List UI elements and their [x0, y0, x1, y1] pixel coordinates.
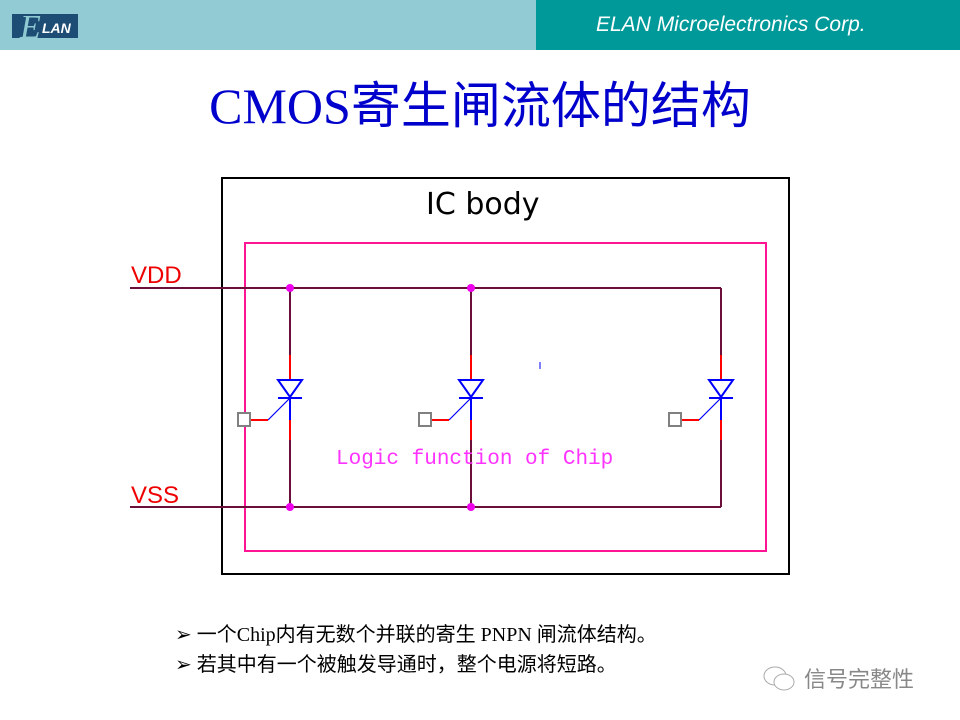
junction-dot: [286, 284, 294, 292]
slide-title: CMOS寄生闸流体的结构: [209, 78, 751, 134]
thyristor-symbol: [276, 379, 304, 399]
vss-label: VSS: [131, 482, 179, 509]
ic-body-outline: [221, 177, 790, 575]
watermark: 信号完整性: [762, 662, 914, 694]
gate-diagonal: [267, 397, 291, 421]
logic-function-label: Logic function of Chip: [336, 448, 613, 471]
thyristor-symbol: [457, 379, 485, 399]
vdd-label: VDD: [131, 262, 182, 289]
gate-diagonal: [448, 397, 472, 421]
logic-area-outline: [244, 242, 767, 552]
bullet-1: ➢ 一个Chip内有无数个并联的寄生 PNPN 闸流体结构。: [175, 618, 657, 647]
bullet-text: 一个Chip内有无数个并联的寄生 PNPN 闸流体结构。: [196, 624, 657, 646]
thyristor-symbol: [707, 379, 735, 399]
header-right-band: [536, 0, 960, 50]
junction-dot: [286, 503, 294, 511]
svg-text:LAN: LAN: [42, 20, 72, 36]
bullet-2: ➢ 若其中有一个被触发导通时，整个电源将短路。: [175, 648, 617, 677]
watermark-text: 信号完整性: [804, 667, 915, 692]
svg-text:E: E: [19, 9, 41, 46]
bullet-arrow-icon: ➢: [175, 624, 192, 646]
bullet-text: 若其中有一个被触发导通时，整个电源将短路。: [196, 654, 617, 676]
gate-terminal: [237, 412, 251, 427]
wechat-icon: [763, 666, 795, 691]
company-name: ELAN Microelectronics Corp.: [596, 13, 866, 36]
ic-body-label: IC body: [426, 187, 540, 222]
gate-terminal: [418, 412, 432, 427]
junction-dot: [467, 503, 475, 511]
gate-diagonal: [698, 397, 722, 421]
header-left-band: [0, 0, 536, 50]
gate-terminal: [668, 412, 682, 427]
cmos-thyristor-diagram: IC body VDD VSS Logic function of Chip: [130, 177, 790, 575]
bullet-arrow-icon: ➢: [175, 654, 192, 676]
elan-logo: E LAN: [12, 9, 78, 46]
junction-dot: [467, 284, 475, 292]
